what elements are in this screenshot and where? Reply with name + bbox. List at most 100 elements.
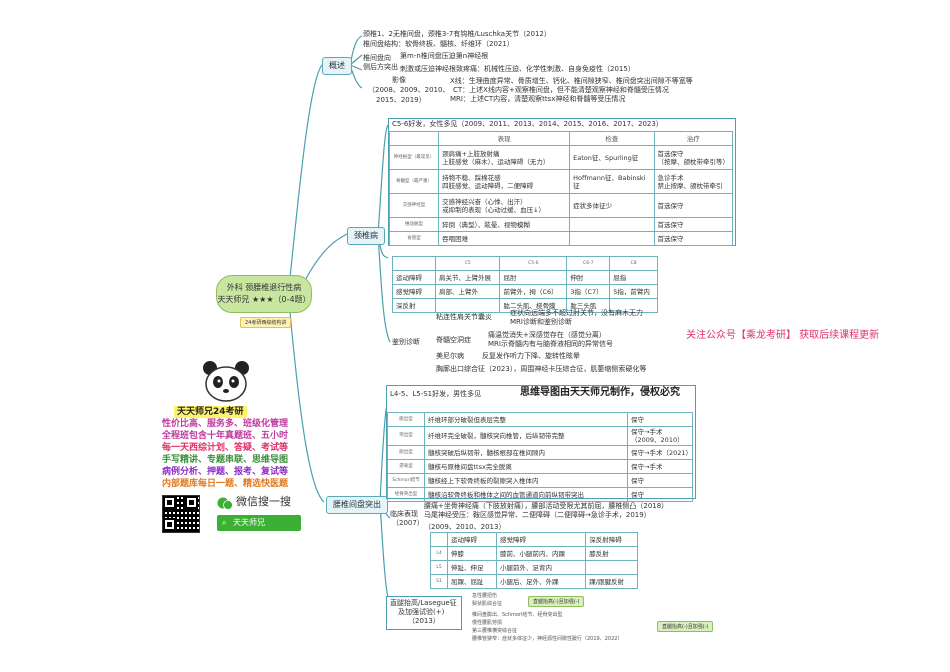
central-subtitle: 天天师兄 ★★★（0-4题） <box>217 295 311 304</box>
lumbar-tx: 保守 <box>627 412 693 427</box>
root-col <box>392 256 436 271</box>
clinical-3: （2009、2010、2013） <box>424 523 506 531</box>
slr-item: 梨状肌综合征 <box>472 601 503 607</box>
diff-4: 胸廓出口综合征（2023），周围神经卡压综合征，肌萎缩侧索硬化等 <box>436 365 647 373</box>
promo-line: 全程班包含十年真题班、五小时 <box>161 431 288 441</box>
root-cell <box>609 298 658 313</box>
lumbar-title: L4-5、L5-S1好发，男性多见 <box>390 390 482 398</box>
cervical-tx: 首选保守 <box>653 231 733 246</box>
search-glyph-icon: ⌕ <box>222 518 227 527</box>
root-cell: 肱三头肌 <box>566 298 611 313</box>
slr-box <box>386 596 462 630</box>
central-topic[interactable]: 外科 颈腰椎退行性病 天天师兄 ★★★（0-4题） <box>216 275 312 313</box>
level-cell: L5 <box>430 560 448 575</box>
level-col: 运动障碍 <box>447 532 497 547</box>
cervical-type: 食管型 <box>388 231 440 246</box>
diff-2a: 痛温觉消失+深感觉存在（感觉分离） <box>488 331 606 339</box>
cervical-header-exam: 检查 <box>569 131 655 146</box>
lumbar-watermark: 思维导图由天天师兄制作，侵权必究 <box>520 387 680 398</box>
slr-item: 慢性腰肌劳损 <box>472 620 503 626</box>
promo-heading: 天天师兄24考研 <box>174 406 247 418</box>
lumbar-tx: 保守→手术（2009、2010） <box>627 426 693 446</box>
branch-lumbar[interactable]: 腰椎间盘突出 <box>326 496 388 514</box>
slr-b: 及加强试验(+) <box>398 608 445 616</box>
lumbar-desc: 髓核经上下软骨终板的裂隙突入椎体内 <box>424 473 628 488</box>
cervical-type: 脊髓型（最严重） <box>388 169 440 194</box>
root-col: C5 <box>434 256 501 271</box>
root-cell: 感觉障碍 <box>392 284 436 299</box>
diff-3: 美尼尔病 <box>436 352 464 360</box>
lumbar-desc: 纤维环部分破裂但表层完整 <box>424 412 628 427</box>
overview-ct: CT：上述X线内容+观察椎间盘，但不能清楚观察神经和脊髓受压情况 <box>453 86 669 94</box>
slr-item: 腰椎管狭窄：症状多体征少，神经源性间歇性跛行（2019、2022） <box>472 636 623 642</box>
slr-item: 椎间盘膨出、Schmorl结节、经骨突出型 <box>472 612 563 618</box>
lumbar-type: 经骨突出型 <box>387 487 425 502</box>
branch-overview[interactable]: 概述 <box>322 57 352 75</box>
lumbar-desc: 纤维环完全破裂，髓核突向椎管，后纵韧带完整 <box>424 426 628 446</box>
cervical-sym: 交感神经兴奋（心悸、出汗） 或抑制的表现（心动过缓、血压↓） <box>438 193 571 218</box>
lumbar-type: 脱出型 <box>387 445 425 460</box>
overview-l3b: 侧后方突出 <box>363 63 398 71</box>
lumbar-type: Schmorl结节 <box>387 473 425 488</box>
lumbar-desc: 髓核与原椎间盘ttsx完全脱离 <box>424 459 628 474</box>
slr-item: 急性腰扭伤 <box>472 593 498 599</box>
clinical-label-a: 临床表现 <box>390 510 418 518</box>
lumbar-type: 膨出型 <box>387 412 425 427</box>
lumbar-type: 突出型 <box>387 426 425 446</box>
promo-line: 性价比高、服务多、班级化管理 <box>161 419 288 429</box>
wechat-search-box[interactable]: ⌕ 天天师兄 <box>217 515 301 531</box>
root-col: C8 <box>609 256 658 271</box>
level-cell: 膝反射 <box>585 546 638 561</box>
clinical-1: 腰痛+坐骨神经痛（下肢放射痛），腰部活动受限尤其前屈，腰椎侧凸（2018） <box>424 502 669 510</box>
overview-img-a: 影像 <box>392 76 406 84</box>
promo-line: 手写精讲、专题串联、思维导图 <box>161 455 288 465</box>
lumbar-level-table: 运动障碍 感觉障碍 深反射障碍 L4 伸膝 膝前、小腿前内、内踝 膝反射 L5 … <box>430 532 638 589</box>
level-cell: 伸膝 <box>447 546 497 561</box>
branch-cervical[interactable]: 颈椎病 <box>347 227 385 245</box>
level-col <box>430 532 448 547</box>
follow-notice: 关注公众号【乘龙考研】 获取后续课程更新 <box>686 330 880 341</box>
diff-label: 鉴别诊断 <box>392 338 420 346</box>
lumbar-type-table: 膨出型 纤维环部分破裂但表层完整 保守 突出型 纤维环完全破裂，髓核突向椎管，后… <box>387 412 693 502</box>
overview-img-b: （2008、2009、2010、 <box>368 86 450 94</box>
root-cell: 伸肘 <box>566 270 611 285</box>
cervical-type: 神经根型（最常见） <box>388 145 440 170</box>
overview-l3a: 椎间盘向 <box>363 54 391 62</box>
cervical-sym: 吞咽困难 <box>438 231 571 246</box>
level-cell: 小腿前外、足背内 <box>495 560 587 575</box>
wechat-search-term: 天天师兄 <box>233 518 265 527</box>
slr-item: 第三腰椎横突综合征 <box>472 628 518 634</box>
root-cell: 5指，前臂内 <box>609 284 658 299</box>
level-cell: 踝/跟腱反射 <box>585 574 638 589</box>
cervical-type: 椎动脉型 <box>388 217 440 232</box>
promo-line: 每一天西综计划、答疑、考试等 <box>161 443 288 453</box>
overview-l2: 椎间盘结构：软骨终板、髓核、纤维环（2021） <box>363 40 514 48</box>
overview-l4: 第m-n椎间盘压迫第n神经根 <box>400 52 489 60</box>
wechat-search-label: 微信搜一搜 <box>236 495 291 508</box>
cervical-exam <box>569 217 655 232</box>
root-cell: 肩关节、上臂外展 <box>434 270 501 285</box>
qr-corner <box>185 496 198 509</box>
level-cell: S1 <box>430 574 448 589</box>
overview-l5: 刺激或压迫神经根致疼痛：机械性压迫、化学性刺激、自身免疫性（2015） <box>400 65 635 73</box>
root-cell: 深反射 <box>392 298 436 313</box>
central-title: 外科 颈腰椎退行性病 <box>226 283 302 292</box>
level-cell: 膝前、小腿前内、内踝 <box>495 546 587 561</box>
slr-a: 直腿抬高/Lasegue征 <box>390 599 457 607</box>
cervical-sym: 颈肩痛+上肢放射痛 上肢感觉（麻木）、运动障碍（无力） <box>438 145 571 170</box>
cervical-header-sym: 表现 <box>438 131 571 146</box>
lumbar-desc: 髓核突破后纵韧带，髓核根部在椎间隙内 <box>424 445 628 460</box>
level-cell <box>585 560 638 575</box>
cervical-title: C5-6好发，女性多见（2009、2011、2013、2014、2015、201… <box>392 120 663 128</box>
root-col: C6-7 <box>566 256 611 271</box>
diff-2: 脊髓空洞症 <box>436 336 471 344</box>
overview-mri: MRI：上述CT内容，清楚观察ttsx神经和脊髓等受压情况 <box>450 95 626 103</box>
diff-1a: 症状向远端多不超过肘关节，没有麻木无力 <box>510 309 643 317</box>
cervical-tx: 首选保守 <box>653 193 733 218</box>
root-col: C5-6 <box>499 256 568 271</box>
overview-l1: 颈椎1、2无椎间盘，颈椎3-7有钩椎/Luschka关节（2012） <box>363 30 551 38</box>
promo-line: 内部题库每日一题、精选快医题 <box>161 479 288 489</box>
promo-line: 病例分析、押题、报考、复试等 <box>161 467 288 477</box>
diff-3a: 反复发作听力下降、旋转性眩晕 <box>482 352 580 360</box>
cervical-exam <box>569 231 655 246</box>
